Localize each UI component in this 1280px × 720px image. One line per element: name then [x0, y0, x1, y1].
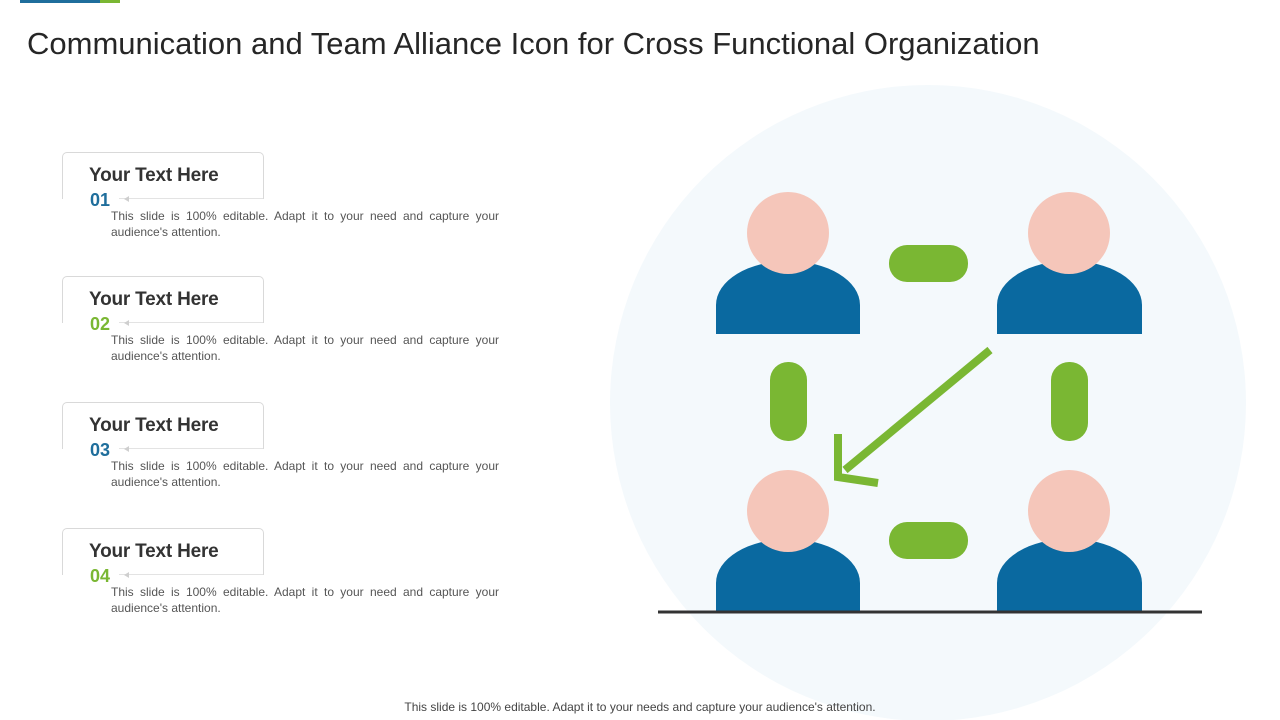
- text-item-4: Your Text Here 04 This slide is 100% edi…: [62, 528, 512, 628]
- text-item-3: Your Text Here 03 This slide is 100% edi…: [62, 402, 512, 502]
- item-number: 02: [90, 314, 111, 334]
- item-tab: [62, 402, 264, 449]
- pointer-icon: [124, 446, 129, 452]
- item-description: This slide is 100% editable. Adapt it to…: [111, 333, 499, 363]
- pointer-icon: [124, 572, 129, 578]
- person-body: [716, 261, 860, 334]
- person-icon-top-left: [716, 192, 860, 334]
- arrow-icon: [834, 346, 993, 487]
- item-heading: Your Text Here: [89, 541, 219, 562]
- team-alliance-illustration: [610, 85, 1246, 720]
- person-body: [997, 538, 1142, 612]
- item-tab: [62, 528, 264, 575]
- item-description: This slide is 100% editable. Adapt it to…: [111, 459, 499, 489]
- pointer-icon: [124, 320, 129, 326]
- person-body: [997, 260, 1142, 334]
- item-number: 01: [90, 190, 111, 210]
- person-icon-top-right: [997, 192, 1142, 334]
- item-heading: Your Text Here: [89, 415, 219, 436]
- slide-title: Communication and Team Alliance Icon for…: [27, 26, 1040, 61]
- text-item-2: Your Text Here 02 This slide is 100% edi…: [62, 276, 512, 376]
- item-description: This slide is 100% editable. Adapt it to…: [111, 585, 499, 615]
- footer-note: This slide is 100% editable. Adapt it to…: [404, 700, 876, 714]
- connector-bar-right: [1051, 362, 1088, 441]
- item-number: 03: [90, 440, 111, 460]
- person-head: [1028, 192, 1110, 274]
- person-icon-bottom-right: [997, 470, 1142, 612]
- person-icon-bottom-left: [716, 470, 860, 612]
- text-item-1: Your Text Here 01 This slide is 100% edi…: [62, 152, 512, 252]
- item-description: This slide is 100% editable. Adapt it to…: [111, 209, 499, 239]
- person-head: [747, 470, 829, 552]
- connector-bar-top: [889, 245, 968, 282]
- item-tab: [62, 276, 264, 323]
- person-head: [747, 192, 829, 274]
- item-heading: Your Text Here: [89, 289, 219, 310]
- top-accent-bar: [20, 0, 120, 3]
- person-head: [1028, 470, 1110, 552]
- top-accent-bar-green: [100, 0, 120, 3]
- connector-bar-bottom: [889, 522, 968, 559]
- item-heading: Your Text Here: [89, 165, 219, 186]
- pointer-icon: [124, 196, 129, 202]
- item-number: 04: [90, 566, 111, 586]
- connector-bar-left: [770, 362, 807, 441]
- item-tab: [62, 152, 264, 199]
- person-body: [716, 539, 860, 612]
